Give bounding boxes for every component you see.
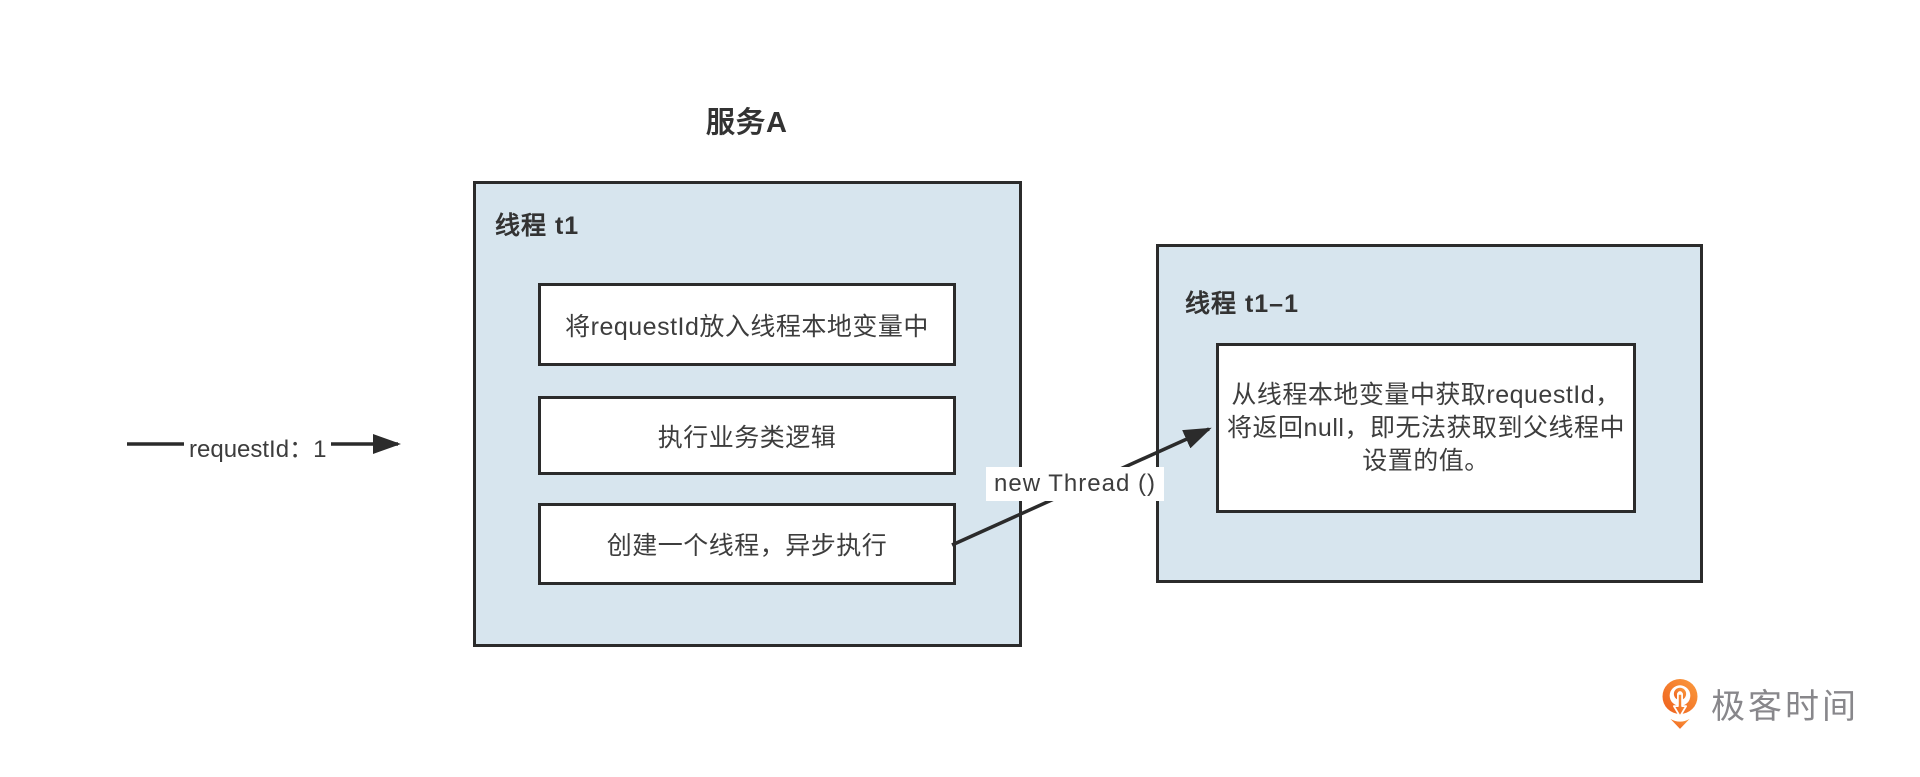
child-thread-note-box: 从线程本地变量中获取requestId， 将返回null，即无法获取到父线程中 … (1216, 343, 1636, 513)
step-put-requestid-box: 将requestId放入线程本地变量中 (538, 283, 956, 366)
step-create-thread-box: 创建一个线程，异步执行 (538, 503, 956, 585)
request-id-arrow-label: requestId：1 (184, 428, 332, 465)
note-line: 将返回null，即无法获取到父线程中 (1227, 413, 1625, 442)
geektime-logo: 极客时间 (1659, 677, 1859, 730)
step-business-logic-box: 执行业务类逻辑 (538, 396, 956, 475)
child-thread-label: 线程 t1–1 (1185, 290, 1299, 318)
new-thread-arrow-label: new Thread () (986, 467, 1164, 501)
child-thread-box: 线程 t1–1 从线程本地变量中获取requestId， 将返回null，即无法… (1156, 244, 1703, 583)
note-line: 设置的值。 (1362, 446, 1490, 475)
note-line: 从线程本地变量中获取requestId， (1231, 380, 1621, 409)
geektime-logo-text: 极客时间 (1711, 688, 1859, 726)
parent-thread-label: 线程 t1 (495, 212, 580, 240)
parent-thread-box: 线程 t1 将requestId放入线程本地变量中 执行业务类逻辑 创建一个线程… (473, 181, 1022, 647)
service-a-title: 服务A (706, 107, 788, 139)
geektime-pin-clock-icon (1662, 679, 1698, 729)
